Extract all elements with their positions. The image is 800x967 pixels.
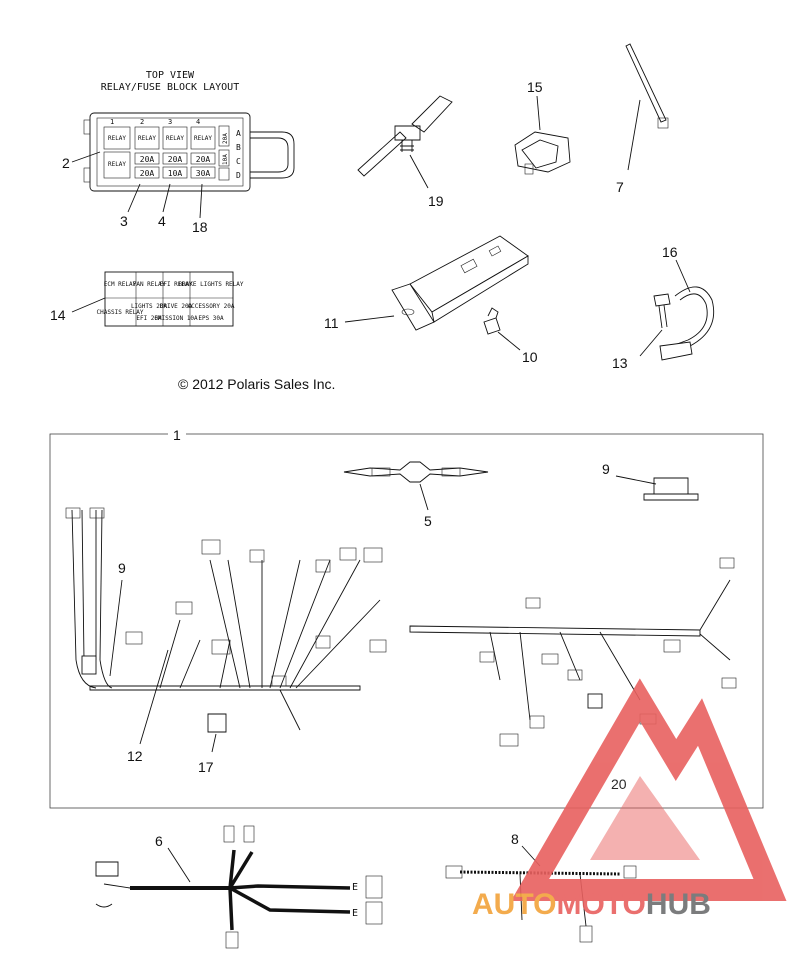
harness-left-section: 9 12 17 [65, 507, 387, 775]
part-19-push-mount-tie: 19 [357, 95, 453, 209]
fuse-block-title-2: RELAY/FUSE BLOCK LAYOUT [101, 82, 239, 93]
callout-5: 5 [424, 513, 432, 529]
card-cell-brake: BRAKE LIGHTS RELAY [178, 281, 243, 288]
callout-13: 13 [612, 355, 628, 371]
callout-12: 12 [127, 748, 143, 764]
fuse-side-20a: 20A [222, 133, 229, 144]
col-letter-3: 3 [168, 118, 172, 126]
watermark-logo-triangle [510, 678, 787, 901]
watermark-auto: AUTO [472, 888, 556, 921]
card-cell-drive: DRIVE 20A [160, 303, 193, 310]
fuse-20a-3: 20A [196, 155, 211, 164]
card-cell-emission: EMISSION 10A [154, 315, 198, 322]
col-letter-2: 2 [140, 118, 144, 126]
relay-label-1: RELAY [108, 135, 126, 142]
fuse-block-drawing: RELAY RELAY RELAY RELAY RELAY 20A 20A 20… [83, 112, 295, 192]
relay-label-2: RELAY [138, 135, 156, 142]
callout-15: 15 [527, 79, 543, 95]
card-cell-chassis: CHASSIS RELAY [97, 309, 144, 316]
fuse-20a-2: 20A [168, 155, 183, 164]
row-letter-a: A [236, 129, 241, 138]
callout-14: 14 [50, 307, 66, 323]
watermark-moto: MOTO [556, 888, 645, 921]
col-letter-4: 4 [196, 118, 200, 126]
callout-10: 10 [522, 349, 538, 365]
fuse-side-10a: 10A [222, 154, 229, 165]
callout-18: 18 [192, 219, 208, 235]
fuse-30a: 30A [196, 169, 211, 178]
automotohub-watermark: 20 AUTOMOTOHUB [472, 678, 787, 921]
fuse-20a-1: 20A [140, 155, 155, 164]
relay-label-4: RELAY [194, 135, 212, 142]
callout-9b: 9 [602, 461, 610, 477]
card-cell-ecm: ECM RELAY [104, 281, 137, 288]
callout-6: 6 [155, 833, 163, 849]
watermark-hub: HUB [646, 888, 711, 921]
part-6-sub-harness: E E 6 [95, 825, 383, 949]
callout-19: 19 [428, 193, 444, 209]
fuse-20a-4: 20A [140, 169, 155, 178]
callout-11: 11 [324, 315, 339, 331]
harness6-e2: E [352, 908, 358, 919]
callout-20: 20 [611, 776, 627, 792]
card-cell-efi-relay: EFI RELAY [160, 281, 193, 288]
main-harness-frame: 1 [49, 427, 764, 809]
row-letter-d: D [236, 171, 241, 180]
harness-right-section [409, 557, 737, 747]
card-cell-fan: FAN RELAY [133, 281, 166, 288]
relay-label-card: ECM RELAY FAN RELAY EFI RELAY BRAKE LIGH… [50, 271, 244, 327]
card-cell-efi: EFI 20A [136, 315, 162, 322]
harness6-e1: E [352, 882, 358, 893]
part-5-fuse-holder: 5 [343, 461, 489, 529]
col-letter-1: 1 [110, 118, 114, 126]
part-7-cable-tie: 7 [616, 43, 669, 195]
copyright: © 2012 Polaris Sales Inc. [178, 376, 335, 392]
part-10-clip: 10 [483, 307, 538, 365]
callout-1: 1 [173, 427, 181, 443]
row-letter-c: C [236, 157, 241, 166]
relay-label-3: RELAY [166, 135, 184, 142]
part-9-tab-right: 9 [602, 461, 699, 501]
part-13-bolt: 13 [612, 293, 671, 371]
fuse-block-title-1: TOP VIEW [146, 70, 195, 81]
part-15-connector: 15 [514, 79, 571, 175]
callout-9a: 9 [118, 560, 126, 576]
callout-2: 2 [62, 155, 70, 171]
card-cell-accessory: ACCESSORY 20A [188, 303, 235, 310]
callout-17: 17 [198, 759, 214, 775]
card-cell-lights: LIGHTS 20A [131, 303, 168, 310]
callout-16: 16 [662, 244, 678, 260]
part-16-clamp: 16 [659, 244, 715, 361]
fuse-block-group: TOP VIEW RELAY/FUSE BLOCK LAYOUT RELAY R… [62, 70, 295, 235]
card-cell-eps: EPS 30A [198, 315, 224, 322]
part-11-bracket: 11 [324, 235, 529, 331]
relay-label-5: RELAY [108, 161, 126, 168]
callout-8: 8 [511, 831, 519, 847]
watermark-text: AUTOMOTOHUB [472, 888, 711, 921]
callout-3: 3 [120, 213, 128, 229]
fuse-10a: 10A [168, 169, 183, 178]
callout-4: 4 [158, 213, 166, 229]
row-letter-b: B [236, 143, 241, 152]
callout-7: 7 [616, 179, 624, 195]
